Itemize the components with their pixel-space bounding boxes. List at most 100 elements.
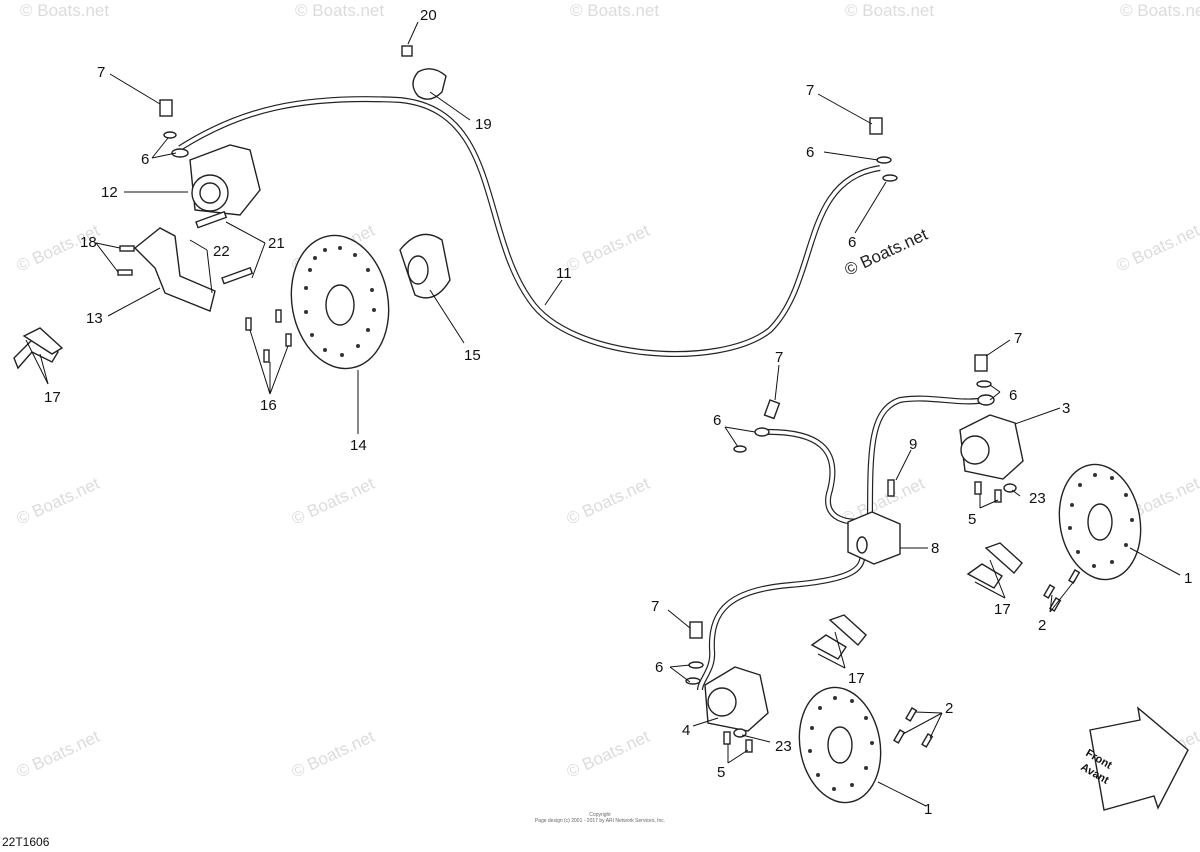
disc-holes — [808, 696, 874, 791]
callouts: 20 19 7 6 12 18 22 21 13 17 16 14 15 11 … — [44, 7, 1192, 818]
callout-number: 6 — [1009, 387, 1017, 404]
caliper-bolt — [974, 481, 982, 495]
watermark: © Boats.net — [295, 1, 384, 20]
callout-number: 17 — [848, 670, 865, 687]
banjo-bolt — [689, 621, 703, 639]
bolt — [195, 210, 228, 229]
callout-number: 13 — [86, 310, 103, 327]
callout-number: 7 — [651, 598, 659, 615]
disc-bolt — [275, 309, 282, 323]
callout-number: 6 — [141, 151, 149, 168]
watermark: © Boats.net — [1114, 221, 1200, 276]
caliper-bolt — [745, 739, 753, 753]
callout-number: 6 — [655, 659, 663, 676]
watermarks: © Boats.net © Boats.net © Boats.net © Bo… — [14, 1, 1200, 782]
callout-number: 4 — [682, 722, 690, 739]
callout-number: 1 — [924, 801, 932, 818]
washer — [688, 661, 704, 669]
washer — [685, 677, 701, 685]
bracket-bolt — [117, 269, 133, 276]
banjo-bolt — [763, 399, 781, 420]
callout-number: 18 — [80, 234, 97, 251]
front-brake-assembly: Front Avant — [685, 354, 1189, 811]
bolt — [221, 266, 254, 285]
banjo-bolt — [974, 354, 988, 372]
callout-number: 17 — [44, 389, 61, 406]
watermark: © Boats.net — [14, 727, 103, 782]
callout-number: 23 — [775, 738, 792, 755]
callout-number: 2 — [945, 700, 953, 717]
banjo-bolt — [159, 99, 173, 117]
washer — [876, 156, 892, 164]
front-hose — [868, 396, 986, 521]
watermark: © Boats.net — [20, 1, 109, 20]
caliper-piston — [707, 687, 737, 717]
bracket-bolt — [119, 245, 135, 252]
watermark: © Boats.net — [564, 221, 653, 276]
watermark: © Boats.net — [289, 474, 378, 529]
disc-bolt — [245, 317, 252, 331]
callout-number: 5 — [717, 764, 725, 781]
callout-number: 22 — [213, 243, 230, 260]
callout-number: 6 — [713, 412, 721, 429]
callout-number: 6 — [806, 144, 814, 161]
disc-hub — [1087, 503, 1113, 541]
watermark: © Boats.net — [289, 727, 378, 782]
watermark: © Boats.net — [1120, 1, 1200, 20]
disc-bolt — [893, 729, 906, 744]
washer — [976, 380, 992, 388]
copyright-label: Copyright — [589, 812, 611, 818]
caliper-bolt — [994, 489, 1002, 503]
callout-number: 8 — [931, 540, 939, 557]
disc-hub — [325, 284, 355, 326]
disc-bolt — [1068, 569, 1081, 584]
brake-pad — [984, 542, 1023, 575]
brake-pad — [22, 327, 64, 355]
callout-number: 7 — [775, 349, 783, 366]
callout-number: 2 — [1038, 617, 1046, 634]
callout-number: 12 — [101, 184, 118, 201]
front-hose — [698, 544, 865, 691]
hub-spline — [407, 255, 429, 285]
brake-pad — [810, 634, 847, 660]
watermark: © Boats.net — [570, 1, 659, 20]
callout-number: 21 — [268, 235, 285, 252]
washer — [163, 131, 177, 139]
callout-number: 15 — [464, 347, 481, 364]
front-arrow-icon — [1089, 706, 1189, 811]
callout-number: 19 — [475, 116, 492, 133]
copyright-notice: Copyright Page design (c) 2001 - 2017 by… — [470, 812, 730, 824]
disc-holes — [1068, 473, 1134, 568]
callout-number: 14 — [350, 437, 367, 454]
copyright-text: Page design (c) 2001 - 2017 by ARI Netwo… — [534, 818, 666, 824]
callout-number: 1 — [1184, 570, 1192, 587]
callout-number: 23 — [1029, 490, 1046, 507]
caliper-bolt — [723, 731, 731, 745]
drawing-code: 22T1606 — [2, 835, 50, 849]
disc-bolt — [905, 707, 918, 722]
watermark: © Boats.net — [564, 474, 653, 529]
washer — [1003, 483, 1017, 493]
junction-port — [856, 536, 868, 554]
callout-number: 11 — [556, 265, 572, 282]
brake-pad — [966, 563, 1003, 589]
disc-holes — [304, 246, 376, 357]
brake-hose-outline — [178, 96, 881, 357]
callout-number: 7 — [806, 82, 814, 99]
callout-number: 7 — [97, 64, 105, 81]
disc-bolt — [263, 349, 270, 363]
callout-number: 17 — [994, 601, 1011, 618]
callout-number: 5 — [968, 511, 976, 528]
watermark: © Boats.net — [845, 1, 934, 20]
junction-block — [847, 511, 901, 565]
callout-number: 9 — [909, 436, 917, 453]
callout-number: 6 — [848, 234, 856, 251]
disc-bolt — [285, 333, 292, 347]
caliper-piston — [960, 435, 990, 465]
washer — [754, 427, 770, 437]
watermark: © Boats.net — [564, 727, 653, 782]
caliper-piston-inner — [199, 182, 221, 204]
callout-number: 7 — [1014, 330, 1022, 347]
clamp-screw — [401, 45, 413, 57]
